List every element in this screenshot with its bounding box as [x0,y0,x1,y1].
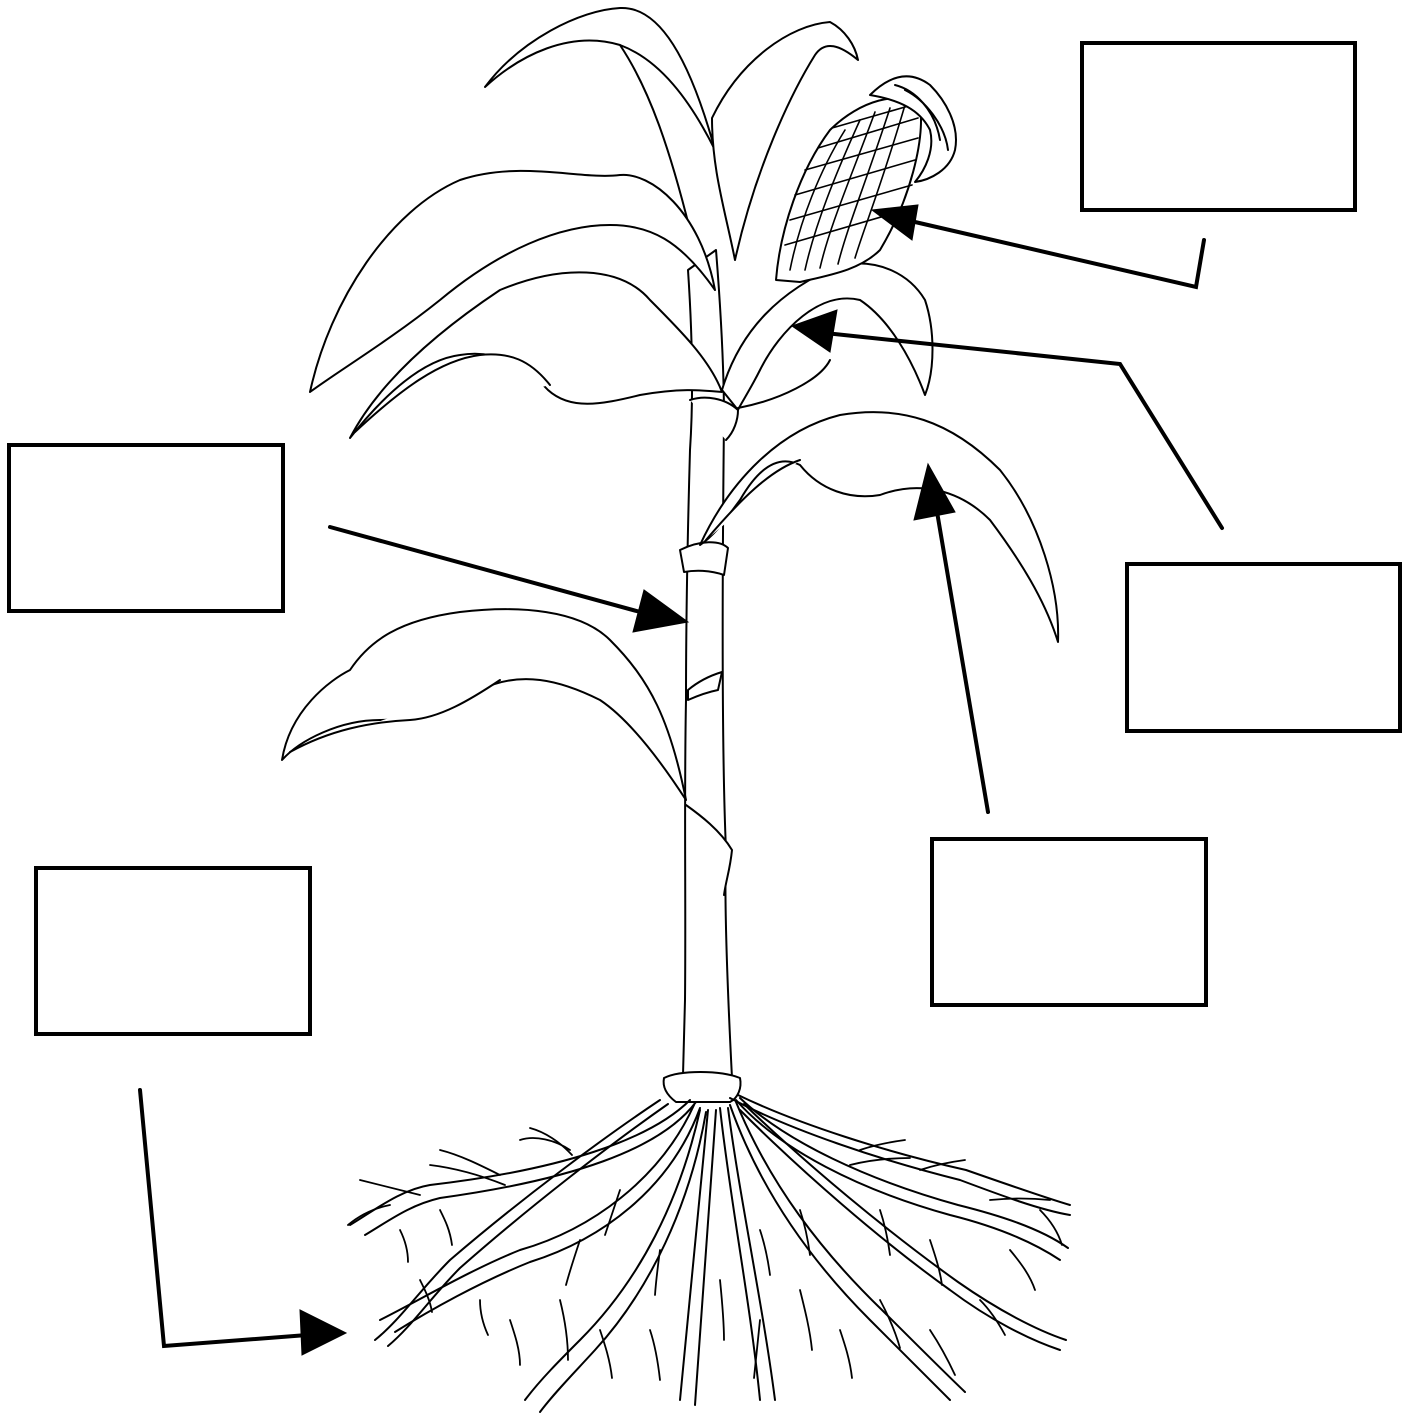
lower-left-leaf [282,609,686,800]
arrow-to-ear [915,222,1204,287]
right-middle-leaf [700,412,1058,642]
label-box-ear[interactable] [1080,41,1357,212]
label-box-lower-leaf[interactable] [930,837,1208,1007]
arrow-to-stem [330,527,662,618]
label-box-stem[interactable] [7,443,285,613]
label-box-roots[interactable] [34,866,312,1036]
root-crown [664,1072,741,1102]
arrow-to-roots [140,1090,320,1346]
corn-ear [776,76,956,282]
arrowhead-roots [300,1310,346,1355]
arrowhead-stem [633,590,688,632]
label-box-upper-leaf[interactable] [1125,562,1402,733]
arrow-to-right-leaf [935,500,988,812]
roots [350,1095,1070,1412]
